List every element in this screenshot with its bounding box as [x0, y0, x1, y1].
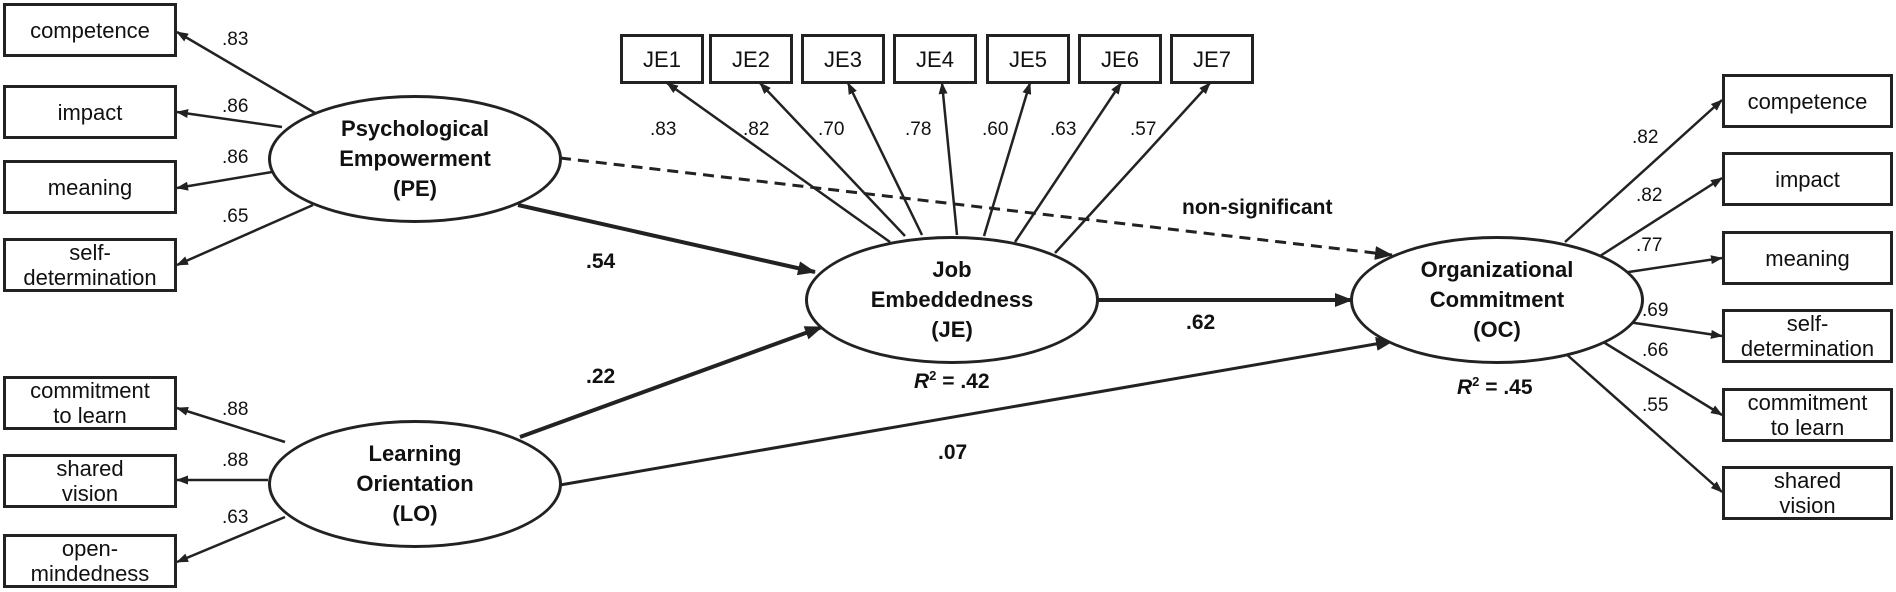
path-pe-oc-nonsignificant: [559, 156, 1393, 260]
box-lo-shared-vision: shared vision: [3, 454, 177, 508]
arrow-je-je4: [938, 82, 959, 236]
path-label-lo-je: .22: [586, 365, 616, 388]
arrow-je-je7: [1054, 82, 1211, 254]
box-je3: JE3: [801, 34, 885, 84]
box-je4: JE4: [893, 34, 977, 84]
loading-je6: .63: [1050, 119, 1077, 140]
oval-learning-orientation: Learning Orientation (LO): [268, 420, 562, 548]
loading-lo-commitment: .88: [222, 399, 249, 420]
box-je5: JE5: [986, 34, 1070, 84]
arrow-je-je6: [1013, 82, 1123, 243]
path-label-pe-oc: non-significant: [1182, 196, 1333, 219]
arrow-oc-competence: [1564, 99, 1723, 243]
box-oc-competence: competence: [1722, 74, 1893, 128]
arrow-lo-open-mindedness: [176, 515, 286, 564]
box-oc-impact: impact: [1722, 152, 1893, 206]
box-je1: JE1: [620, 34, 704, 84]
arrow-oc-self-determination: [1627, 320, 1723, 339]
box-je2: JE2: [709, 34, 793, 84]
arrow-oc-impact: [1599, 176, 1723, 258]
box-lo-open-mindedness: open- mindedness: [3, 534, 177, 588]
path-label-lo-oc: .07: [938, 441, 968, 464]
oval-job-embeddedness: Job Embeddedness (JE): [805, 236, 1099, 364]
loading-je7: .57: [1130, 119, 1157, 140]
arrow-oc-commitment: [1599, 338, 1723, 417]
loading-je5: .60: [982, 119, 1009, 140]
r2-label-je: R2 = .42: [914, 368, 990, 393]
box-pe-self-determination: self- determination: [3, 238, 177, 292]
loading-pe-meaning: .86: [222, 147, 249, 168]
loading-oc-self-determination: .69: [1642, 300, 1669, 321]
arrow-je-je3: [846, 82, 924, 236]
loading-je3: .70: [818, 119, 845, 140]
arrow-lo-commitment: [176, 406, 286, 444]
arrow-oc-meaning: [1621, 255, 1723, 275]
arrow-je-je5: [982, 82, 1032, 237]
box-pe-meaning: meaning: [3, 160, 177, 214]
oval-organizational-commitment: Organizational Commitment (OC): [1350, 236, 1644, 364]
box-je6: JE6: [1078, 34, 1162, 84]
loading-pe-competence: .83: [222, 29, 249, 50]
loading-lo-shared-vision: .88: [222, 450, 249, 471]
box-oc-shared-vision: shared vision: [1722, 466, 1893, 520]
path-lo-je: [519, 325, 823, 439]
arrow-pe-meaning: [176, 170, 273, 191]
box-pe-impact: impact: [3, 85, 177, 139]
path-label-je-oc: .62: [1186, 311, 1216, 334]
box-lo-commitment-to-learn: commitment to learn: [3, 376, 177, 430]
box-oc-commitment-to-learn: commitment to learn: [1722, 388, 1893, 442]
loading-oc-impact: .82: [1636, 185, 1663, 206]
arrow-pe-impact: [176, 109, 283, 129]
box-pe-competence: competence: [3, 3, 177, 57]
box-oc-meaning: meaning: [1722, 231, 1893, 285]
box-je7: JE7: [1170, 34, 1254, 84]
r2-label-oc: R2 = .45: [1457, 374, 1533, 399]
loading-oc-competence: .82: [1632, 127, 1659, 148]
loading-oc-shared-vision: .55: [1642, 395, 1669, 416]
loading-je4: .78: [905, 119, 932, 140]
path-lo-oc: [559, 336, 1394, 487]
loading-oc-meaning: .77: [1636, 235, 1663, 256]
arrow-je-je2: [759, 82, 906, 237]
arrow-pe-competence: [176, 30, 316, 115]
loading-oc-commitment: .66: [1642, 340, 1669, 361]
loading-pe-impact: .86: [222, 96, 249, 117]
loading-je1: .83: [650, 119, 677, 140]
path-pe-je: [517, 203, 816, 276]
path-label-pe-je: .54: [586, 250, 616, 273]
loading-pe-self-determination: .65: [222, 206, 249, 227]
arrow-oc-shared-vision: [1564, 352, 1723, 493]
loading-je2: .82: [743, 119, 770, 140]
oval-psychological-empowerment: Psychological Empowerment (PE): [268, 95, 562, 223]
loading-lo-open-mindedness: .63: [222, 507, 249, 528]
box-oc-self-determination: self- determination: [1722, 309, 1893, 363]
arrow-je-je1: [666, 81, 891, 244]
arrow-pe-self-determination: [176, 203, 314, 267]
